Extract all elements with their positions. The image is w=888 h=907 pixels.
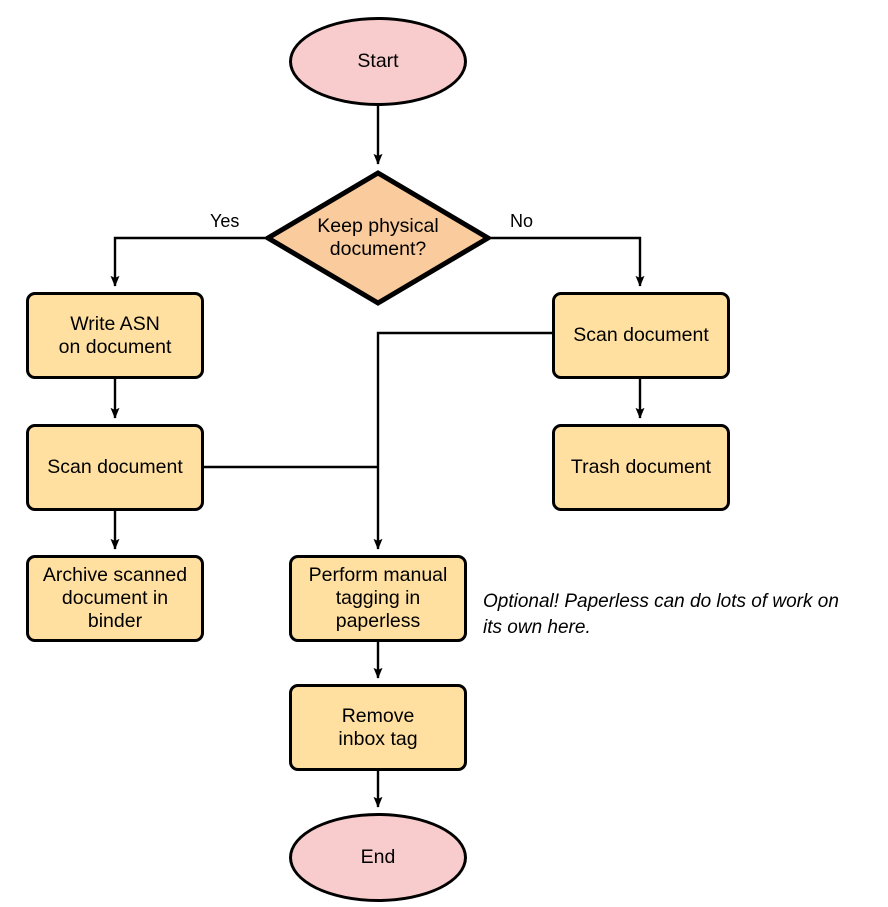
node-perform-manual-tagging[interactable]: Perform manual tagging in paperless (289, 555, 467, 642)
edge-decision-no-to-scan-right (491, 236, 645, 287)
node-decision-label: Keep physical document? (317, 215, 439, 260)
edge-label-yes: Yes (210, 211, 240, 231)
edge-decision-yes-to-write-asn (110, 236, 265, 287)
node-scan-document-left-label: Scan document (47, 456, 183, 479)
node-trash-document-label: Trash document (570, 456, 712, 479)
node-start-label: Start (357, 50, 399, 73)
node-start[interactable]: Start (289, 17, 467, 106)
diamond-shape-icon (265, 170, 491, 306)
node-scan-document-right-label: Scan document (573, 324, 709, 347)
node-remove-inbox-tag-label: Remove inbox tag (338, 704, 418, 750)
edge-scan-right-to-manual-tagging (373, 331, 552, 550)
node-write-asn-on-document[interactable]: Write ASN on document (26, 292, 204, 379)
node-remove-inbox-tag[interactable]: Remove inbox tag (289, 684, 467, 771)
annotation-optional-note: Optional! Paperless can do lots of work … (483, 591, 839, 638)
edge-label-no: No (510, 211, 534, 231)
node-decision-keep-physical-document[interactable]: Keep physical document? (265, 170, 491, 306)
node-write-asn-label: Write ASN on document (58, 312, 172, 358)
node-archive-label: Archive scanned document in binder (42, 564, 188, 632)
node-scan-document-right[interactable]: Scan document (552, 292, 730, 379)
node-trash-document[interactable]: Trash document (552, 424, 730, 511)
node-manual-tagging-label: Perform manual tagging in paperless (308, 564, 448, 632)
node-scan-document-left[interactable]: Scan document (26, 424, 204, 511)
node-end[interactable]: End (289, 813, 467, 902)
node-archive-scanned-document[interactable]: Archive scanned document in binder (26, 555, 204, 642)
node-end-label: End (360, 846, 396, 869)
